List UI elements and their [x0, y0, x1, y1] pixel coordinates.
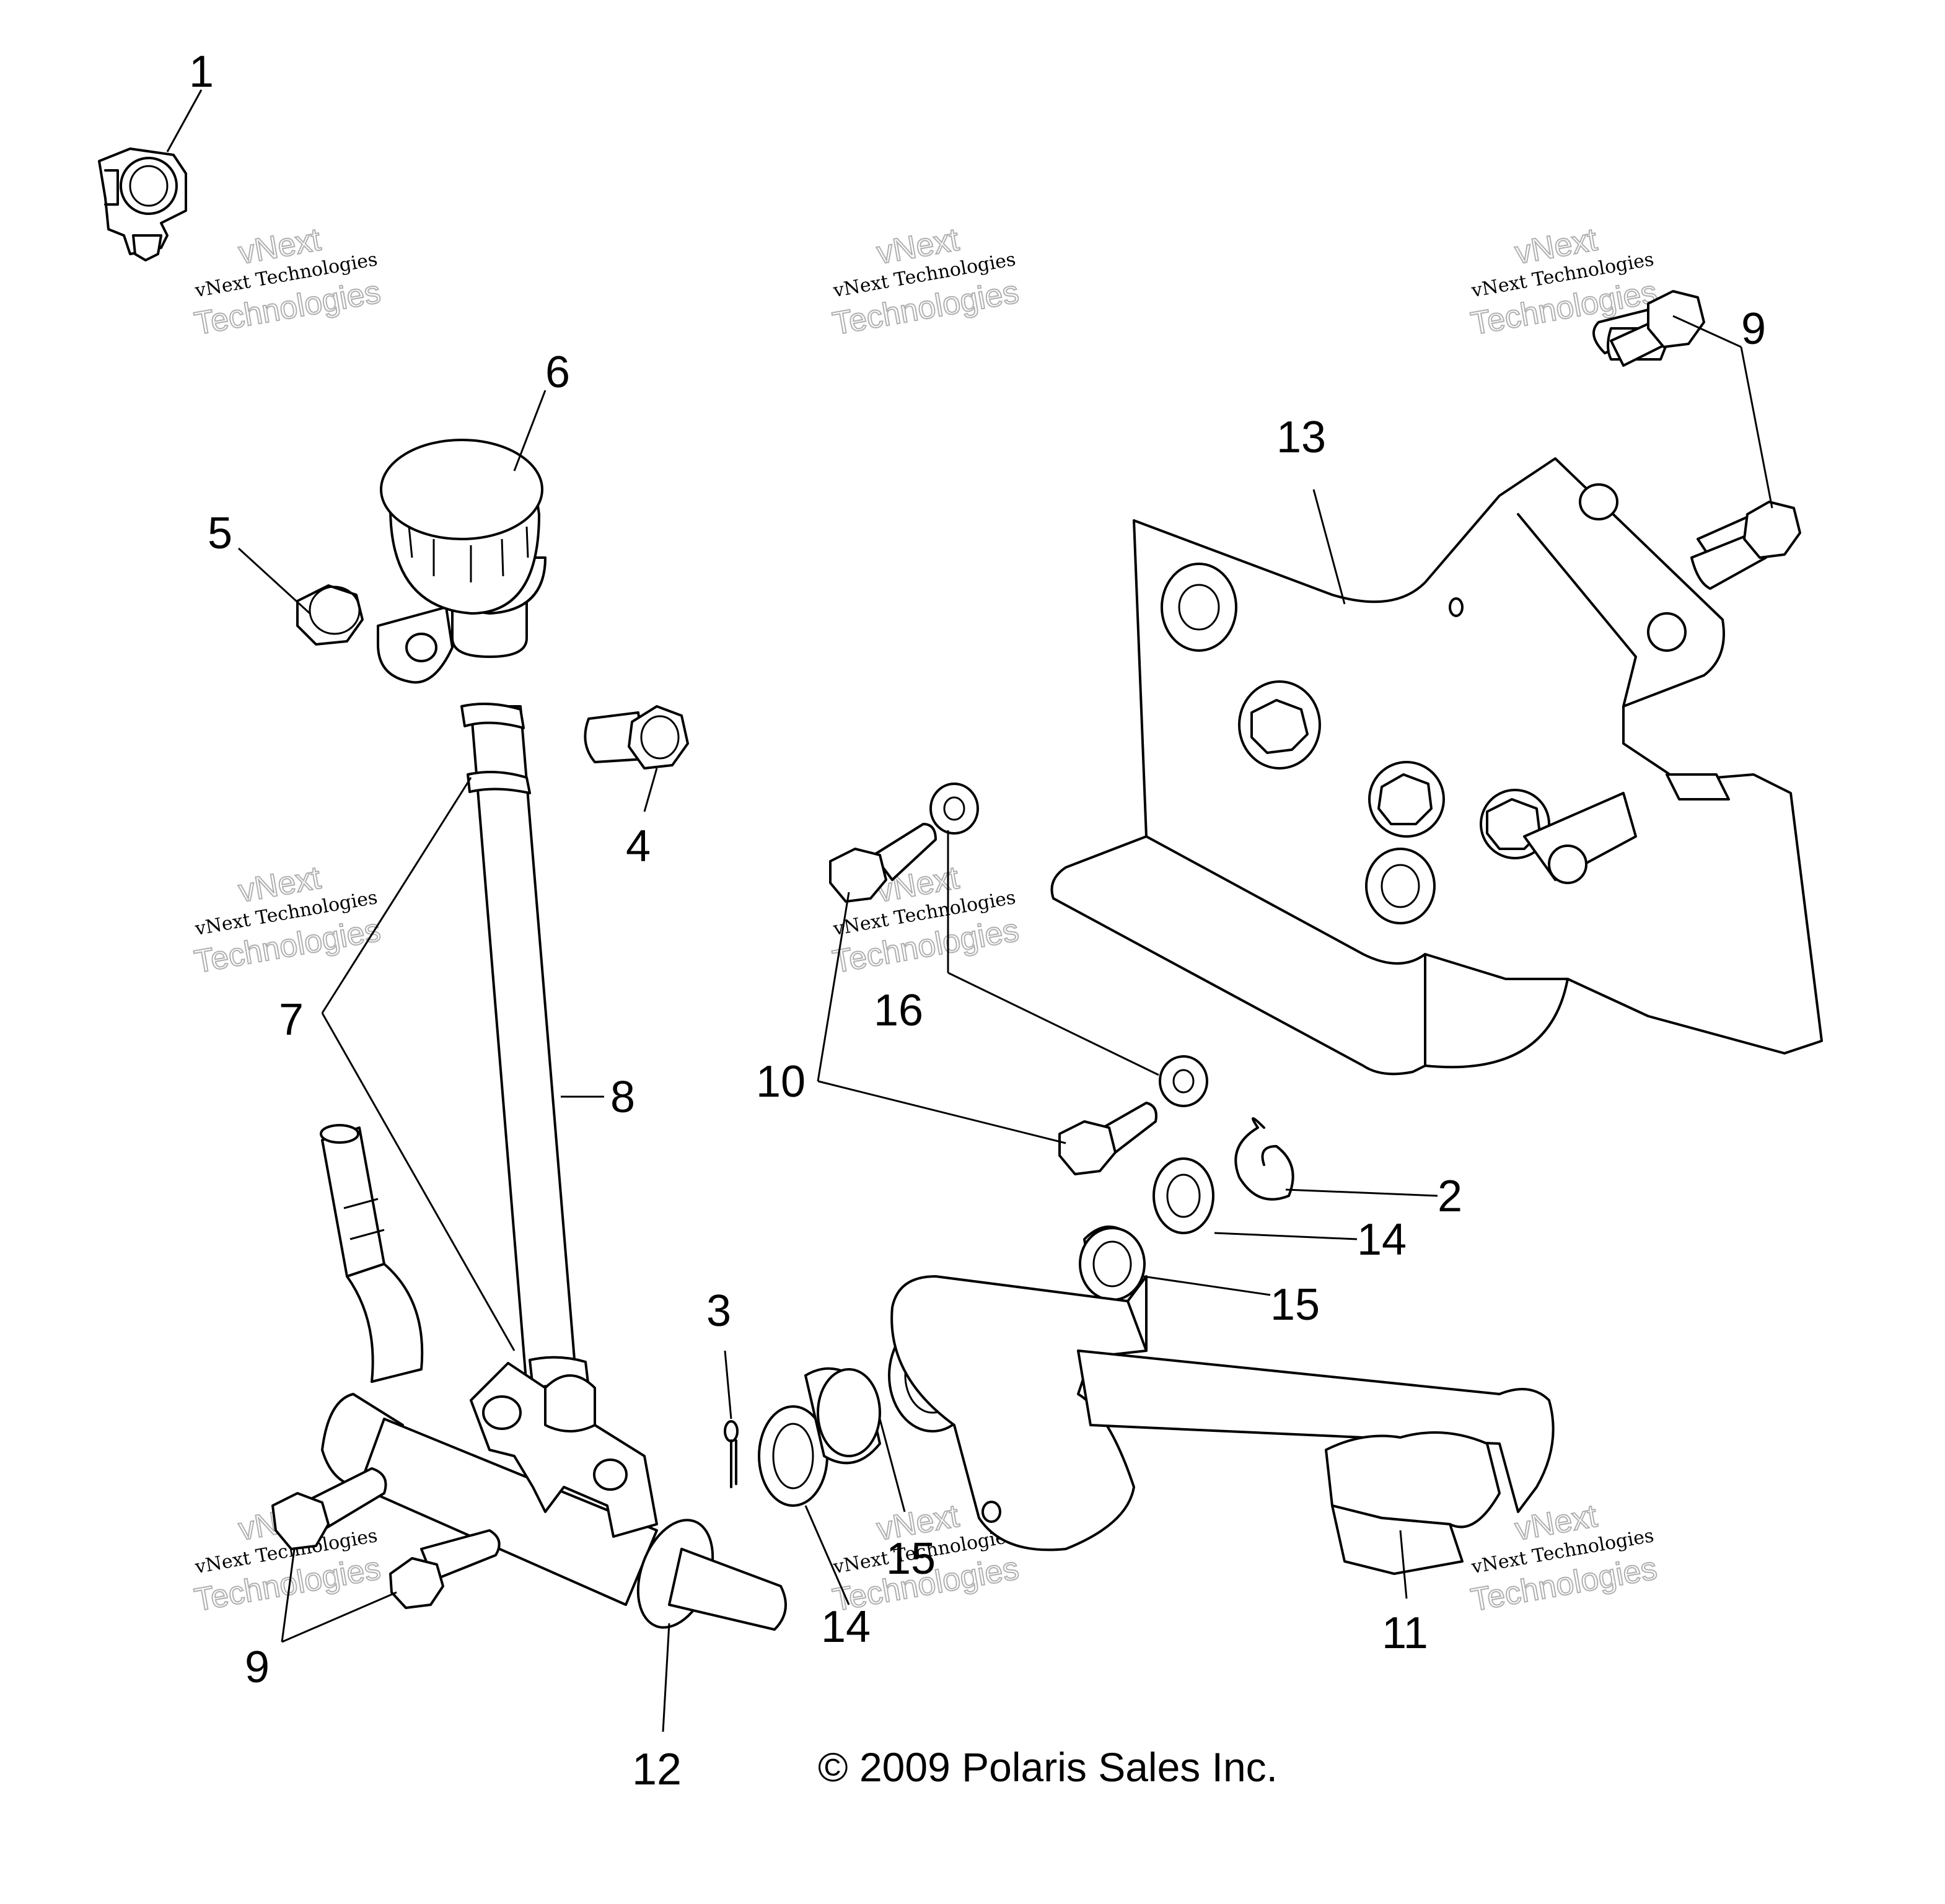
- copyright-notice: © 2009 Polaris Sales Inc.: [818, 1744, 1278, 1790]
- part-12-master-cylinder: [320, 1124, 787, 1631]
- callout-2: 2: [1438, 1172, 1462, 1221]
- callout-12: 12: [632, 1745, 682, 1794]
- part-10-bolts: [829, 823, 1157, 1175]
- part-6-reservoir: [377, 439, 547, 684]
- callout-10: 10: [756, 1057, 806, 1107]
- callout-6: 6: [545, 348, 570, 397]
- part-1-hose-clip: [98, 147, 187, 261]
- part-4-bolt: [584, 705, 689, 770]
- watermark: vNext vNext Technologies Technologies: [191, 221, 384, 343]
- callout-15-lower: 15: [886, 1534, 936, 1584]
- part-9-bolts-left: [271, 1467, 501, 1609]
- callout-8: 8: [610, 1073, 635, 1122]
- callout-14-upper: 14: [1357, 1215, 1407, 1265]
- callout-labels: 1 6 5 4 7 8 9 13 16 10 2 14 15 3 15 14 1…: [189, 47, 1766, 1794]
- part-16-washers: [929, 783, 1208, 1107]
- part-11-brake-pedal: [890, 1275, 1555, 1575]
- callout-11: 11: [1382, 1608, 1428, 1658]
- part-3-cotter-pin: [724, 1420, 739, 1488]
- part-8-hose: [460, 703, 590, 1389]
- callout-9-left: 9: [245, 1643, 270, 1692]
- watermark: vNext vNext Technologies Technologies: [830, 221, 1022, 343]
- callout-3: 3: [706, 1286, 731, 1336]
- callout-7: 7: [279, 995, 304, 1045]
- callout-5: 5: [208, 509, 232, 558]
- part-13-bracket: [1050, 457, 1823, 1076]
- callout-15-upper: 15: [1270, 1280, 1320, 1330]
- leader-lines: [166, 89, 1773, 1732]
- part-14-15-upper: [1079, 1157, 1214, 1301]
- callout-14-lower: 14: [821, 1602, 871, 1652]
- part-9-bolts-right: [1592, 290, 1801, 590]
- callout-1: 1: [189, 47, 214, 97]
- callout-4: 4: [626, 822, 651, 871]
- part-5-nut: [296, 584, 364, 646]
- callout-9-right: 9: [1741, 304, 1766, 354]
- watermark: vNext vNext Technologies Technologies: [1468, 221, 1661, 343]
- part-2-clip: [1234, 1117, 1294, 1201]
- callout-16: 16: [874, 986, 923, 1035]
- callout-13: 13: [1276, 413, 1326, 462]
